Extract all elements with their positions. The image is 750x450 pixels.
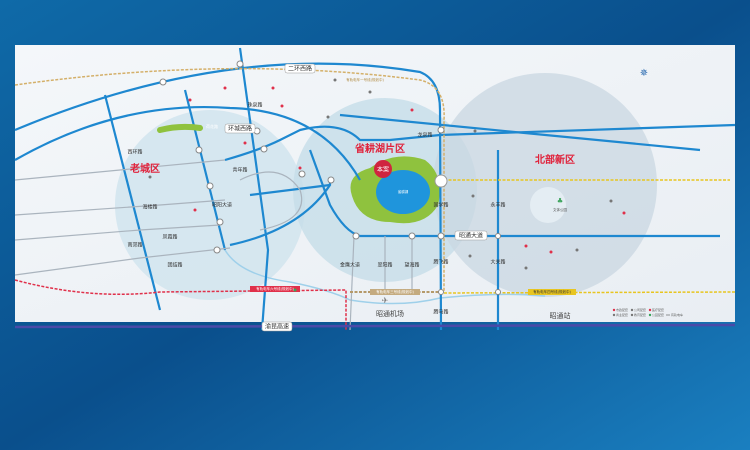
station-label: 昭通站 — [550, 311, 571, 320]
lake — [376, 170, 430, 214]
road-label: 龙泉路 — [417, 132, 432, 139]
legend: 市政配套 公司配套 医疗配套 商业配套 教育配套 公园配套 有轨电车 — [612, 307, 683, 317]
tram-line-1-label: 有轨电车一号线(规划中) — [346, 77, 384, 82]
road-label: 昭阳大道 — [212, 202, 232, 209]
tram-line-1 — [14, 67, 445, 292]
tram-line-3-label: 有轨电车三号线(规划中) — [376, 289, 414, 294]
road-label: 团结路 — [167, 262, 182, 269]
legend-item: 公园配套 — [652, 312, 664, 317]
road-label: 永丰路 — [490, 202, 505, 209]
airplane-icon: ✈ — [382, 296, 389, 305]
road-label: 渝昆高速 — [265, 323, 289, 331]
road-label: 西环路 — [127, 149, 142, 156]
junctions — [159, 60, 501, 295]
tram-line-4 — [443, 179, 736, 294]
tram-line-4-label: 有轨电车四号线(规划中) — [533, 289, 571, 294]
road-label: 望海路 — [404, 262, 419, 269]
road-label: 环城西路 — [228, 125, 252, 133]
district-north: 北部新区 — [535, 153, 575, 166]
legend-item: 商业配套 — [616, 312, 628, 317]
legend-item: 有轨电车 — [671, 312, 683, 317]
lake-label: 省耕湖 — [398, 189, 409, 194]
project-label: 本案 — [377, 166, 389, 174]
tram-line-6-label: 有轨电车六号线(规划中) — [256, 286, 294, 291]
interchange-icon — [434, 174, 448, 188]
tram-line-6 — [14, 279, 347, 330]
highway — [14, 323, 736, 329]
road-label: 腾飞路 — [433, 259, 448, 266]
road-label: 青年路 — [232, 167, 247, 174]
road-label: 昭通大道 — [459, 232, 483, 240]
project-marker — [374, 160, 392, 178]
road-label: 大关路 — [490, 259, 505, 266]
road-label: 海楼路 — [142, 204, 157, 211]
district-old-town: 老城区 — [129, 162, 160, 175]
road-label: 金鹰大道 — [340, 262, 360, 269]
airport-label: 昭通机场 — [376, 309, 404, 318]
park-zone — [530, 187, 566, 223]
road-label: 国学路 — [433, 202, 448, 209]
old-town-zone — [115, 110, 305, 300]
park-label: 文体公园 — [553, 207, 567, 212]
legend-item: 医疗配套 — [652, 307, 664, 312]
poi-markers — [148, 78, 626, 292]
road-label: 荷花路 — [206, 123, 218, 129]
legend-item: 公司配套 — [634, 307, 646, 312]
road-label: 凤霞路 — [162, 234, 177, 241]
minor-roads — [14, 159, 413, 331]
road-labels: 二环西路 环城西路 荷花路 珠泉路 西环路 海楼路 凤霞路 团结路 南郊路 昭阳… — [127, 63, 506, 332]
road-label: 南郊路 — [127, 242, 142, 249]
legend-item: 市政配套 — [616, 307, 628, 312]
north-zone — [433, 73, 657, 297]
legend-item: 教育配套 — [634, 312, 646, 317]
road-label: 珠泉路 — [247, 102, 262, 109]
tree-icon: ♣ — [557, 197, 563, 205]
road-label: 腾马路 — [433, 309, 448, 316]
green-belt — [157, 123, 203, 133]
compass-icon: ✵ — [640, 68, 648, 79]
road-label: 翠阳路 — [377, 262, 392, 269]
road-label: 二环西路 — [288, 65, 312, 73]
district-lake-area: 省耕湖片区 — [354, 142, 405, 155]
